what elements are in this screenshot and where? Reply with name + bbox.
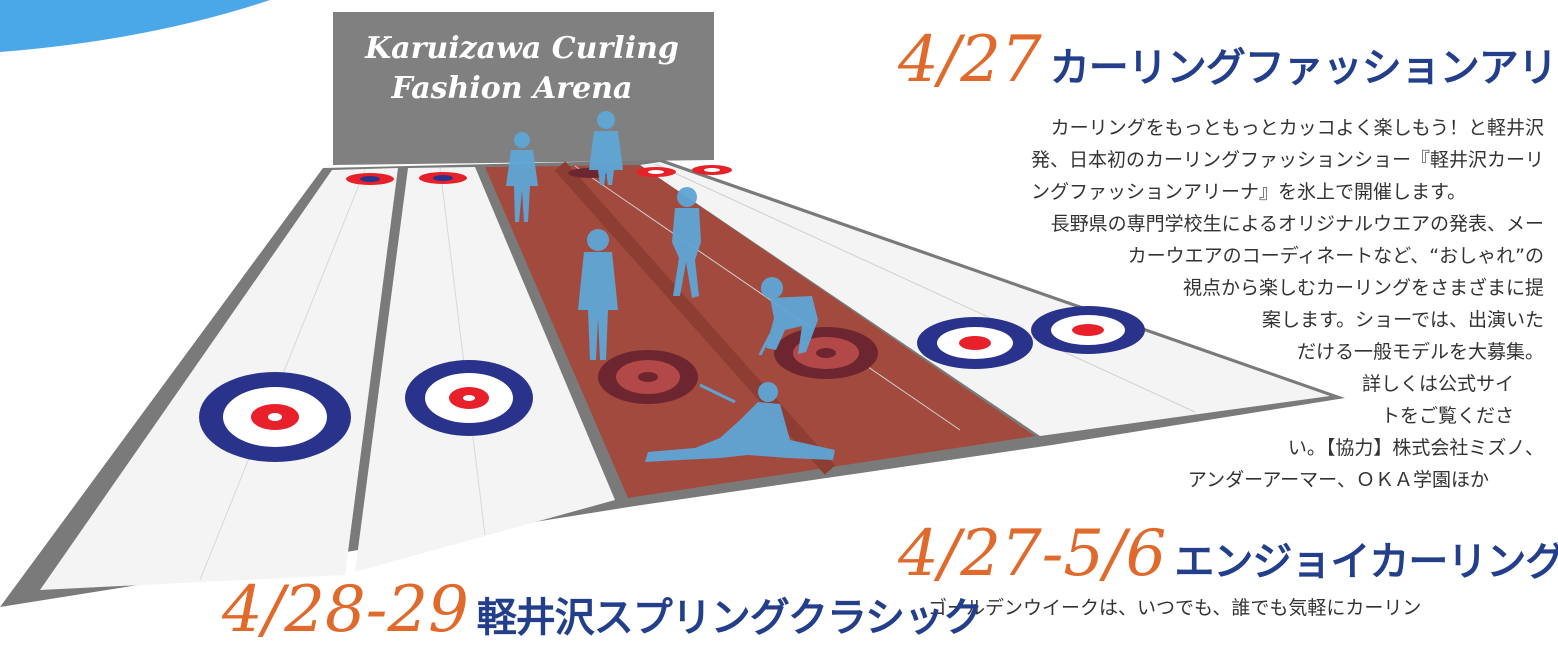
house-ring-left-2	[405, 360, 533, 436]
event1-line: アンダーアーマー、ＯＫＡ学園ほか	[1187, 469, 1489, 491]
event1-line: 発、日本初のカーリングファッションショー『軽井沢カーリ	[1030, 149, 1544, 171]
house-ring-left-1	[199, 372, 351, 462]
event1-line: 案します。ショーでは、出演いた	[1262, 309, 1544, 331]
person-silhouette-4	[578, 229, 618, 360]
event3-name: 軽井沢スプリングクラシック	[476, 595, 983, 641]
event1-line: 詳しくは公式サイ	[1361, 373, 1514, 395]
event1-title: 4/27カーリングファッションアリーナ	[898, 28, 1558, 92]
event1-line: 長野県の専門学校生によるオリジナルウエアの発表、メー	[1050, 213, 1544, 235]
decorative-blue-arc	[0, 0, 270, 52]
model-silhouettes	[506, 111, 835, 462]
sheet-right	[640, 162, 1330, 436]
event1-line: カーウエアのコーディネートなど、“おしゃれ”の	[1127, 245, 1544, 267]
event1-description: カーリングをもっともっとカッコよく楽しもう！と軽井沢 発、日本初のカーリングファ…	[1031, 112, 1544, 496]
sheet-left-1	[40, 168, 398, 590]
far-house-rings	[346, 165, 732, 185]
event2-date: 4/27-5/6	[898, 517, 1167, 591]
person-silhouette-sweeper	[758, 277, 818, 356]
person-silhouette-2	[589, 111, 623, 185]
sheet-red	[485, 165, 1035, 498]
house-ring-right-1	[917, 317, 1033, 369]
person-silhouette-1	[506, 132, 538, 222]
arena-sign: Karuizawa Curling Fashion Arena	[333, 12, 714, 165]
event3-date: 4/28-29	[222, 573, 469, 647]
sign-line-2: Fashion Arena	[391, 71, 633, 106]
event1-line: だける一般モデルを大募集。	[1296, 341, 1544, 363]
person-silhouette-thrower	[645, 382, 835, 462]
person-silhouette-3	[672, 187, 701, 298]
event1-line: ングファッションアリーナ』を氷上で開催します。	[1030, 181, 1467, 203]
event1-line: トをご覧くださ	[1380, 405, 1514, 427]
house-ring-red-2	[774, 327, 878, 379]
sign-line-1: Karuizawa Curling	[364, 31, 679, 66]
event1-line: カーリングをもっともっとカッコよく楽しもう！と軽井沢	[1050, 117, 1544, 139]
house-ring-right-2	[1031, 306, 1145, 354]
event1-date: 4/27	[898, 23, 1042, 97]
event2-name: エンジョイカーリング	[1174, 539, 1558, 585]
event2-description: ゴールデンウイークは、いつでも、誰でも気軽にカーリン	[928, 592, 1421, 624]
event2-line: ゴールデンウイークは、いつでも、誰でも気軽にカーリン	[928, 597, 1422, 619]
event1-line: 視点から楽しむカーリングをさまざまに提	[1182, 277, 1544, 299]
house-ring-red-1	[598, 350, 698, 404]
event1-line: い。【協力】株式会社ミズノ、	[1287, 437, 1544, 459]
